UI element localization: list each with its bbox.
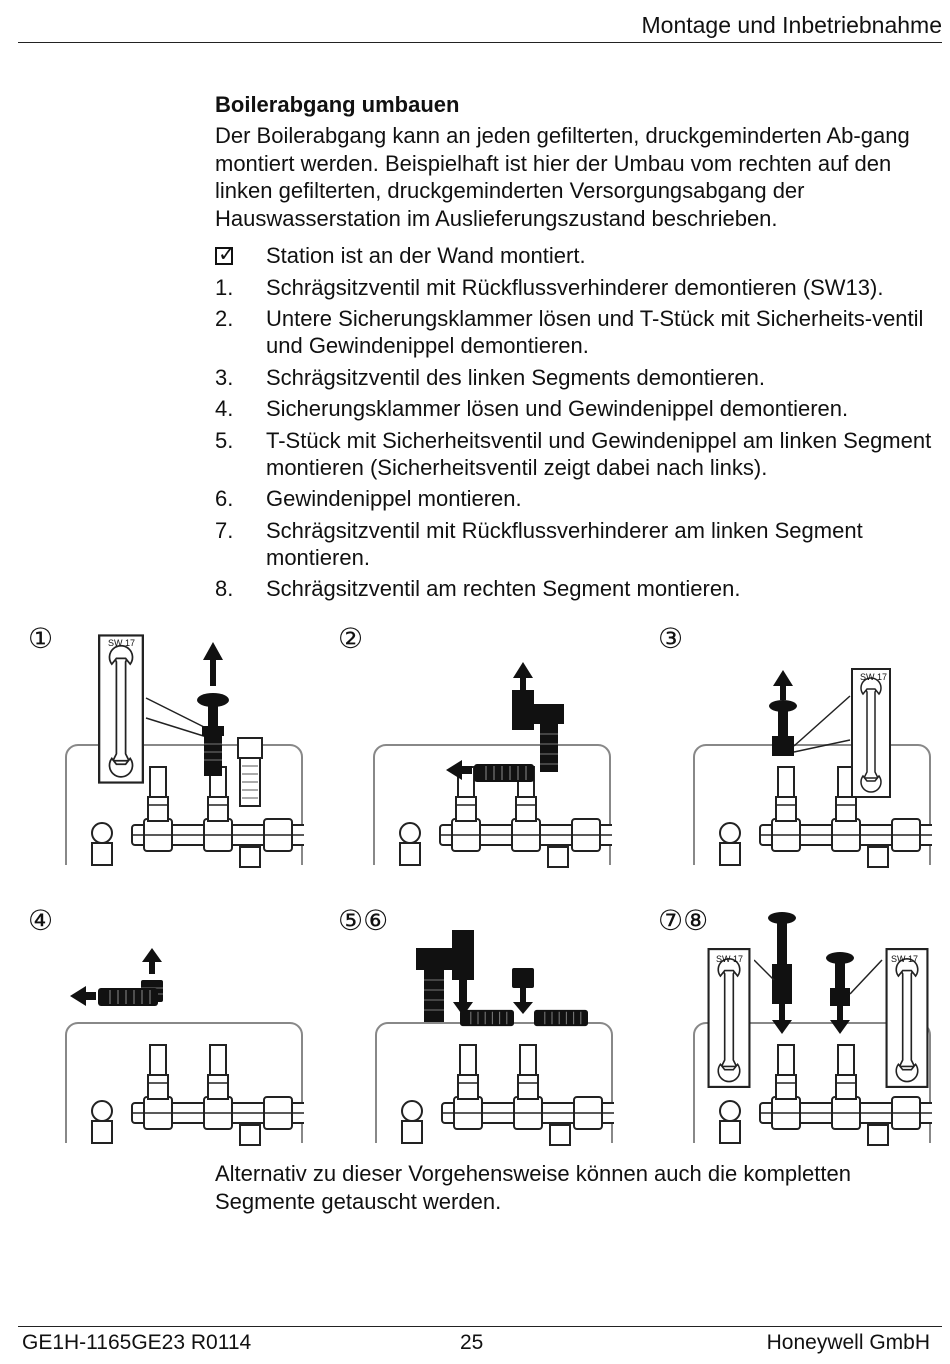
- wrench-size-label: SW 17: [891, 954, 919, 964]
- valve-removal-illustration: [769, 670, 851, 756]
- section-intro: Der Boilerabgang kann an jeden gefiltert…: [215, 123, 910, 231]
- figure-number: ①: [28, 622, 54, 655]
- step-text: Schrägsitzventil am rechten Segment mont…: [266, 576, 741, 601]
- footer-doc-id: GE1H-1165GE23 R0114: [22, 1331, 252, 1354]
- step-item: 5. T-Stück mit Sicherheitsventil und Gewi…: [215, 427, 940, 481]
- figure-step-7-8: ⑦⑧ SW 17 SW 17: [658, 904, 948, 1154]
- figure-number: ⑤⑥: [338, 904, 389, 937]
- nipple-icon: [98, 986, 158, 1008]
- footer-company: Honeywell GmbH: [766, 1331, 930, 1354]
- figure-step-2: ②: [338, 622, 628, 872]
- wrench-icon: [884, 948, 930, 1088]
- figure-step-3: ③ SW 17: [658, 622, 948, 872]
- step-text: Schrägsitzventil mit Rückflussverhindere…: [266, 517, 863, 570]
- precondition-text: Station ist an der Wand montiert.: [266, 243, 586, 268]
- step-number: 8.: [215, 576, 234, 601]
- step-item: 8. Schrägsitzventil am rechten Segment mo…: [215, 575, 940, 602]
- step-item: 2. Untere Sicherungsklammer lösen und T-S…: [215, 305, 940, 359]
- step-item: 1. Schrägsitzventil mit Rückflussverhinde…: [215, 274, 940, 301]
- step-text: T-Stück mit Sicherheitsventil und Gewind…: [266, 427, 932, 480]
- step-number: 6.: [215, 486, 234, 511]
- step-text: Untere Sicherungsklammer lösen und T-Stü…: [266, 306, 924, 358]
- valve-removal-illustration: [145, 642, 263, 807]
- step-text: Schrägsitzventil mit Rückflussverhindere…: [266, 274, 884, 300]
- nipple-icon: [460, 1008, 514, 1028]
- step-number: 3.: [215, 364, 234, 390]
- figure-number: ④: [28, 904, 54, 937]
- step-item: 4. Sicherungsklammer lösen und Gewindenip…: [215, 395, 940, 422]
- precondition-item: Station ist an der Wand montiert.: [215, 241, 940, 269]
- section-title: Boilerabgang umbauen: [215, 92, 460, 117]
- figure-number: ②: [338, 622, 364, 655]
- valve-mounting-illustration: [754, 912, 883, 1034]
- tee-mounting-illustration: [416, 930, 534, 1022]
- step-text: Sicherungsklammer lösen und Gewindenippe…: [266, 396, 849, 421]
- step-item: 6. Gewindenippel montieren.: [215, 485, 940, 512]
- nipple-icon: [534, 1008, 588, 1028]
- tee-removal-illustration: [446, 662, 564, 780]
- footer-page-number: 25: [460, 1331, 484, 1354]
- wrench-size-label: SW 17: [716, 954, 744, 964]
- step-item: 3. Schrägsitzventil des linken Segments d…: [215, 364, 940, 391]
- checkbox-icon: [215, 241, 236, 268]
- step-text: Gewindenippel montieren.: [266, 486, 522, 511]
- instruction-section: Boilerabgang umbauen Der Boilerabgang ka…: [215, 92, 940, 607]
- figure-number: ⑦⑧: [658, 904, 709, 937]
- step-number: 7.: [215, 517, 234, 543]
- wrench-size-label: SW 17: [860, 672, 888, 682]
- step-number: 4.: [215, 396, 234, 421]
- step-list: Station ist an der Wand montiert. 1. Schr…: [215, 241, 940, 602]
- figure-number: ③: [658, 622, 684, 655]
- closing-note: Alternativ zu dieser Vorgehensweise könn…: [215, 1161, 851, 1214]
- wrench-size-label: SW 17: [108, 638, 136, 648]
- step-text: Schrägsitzventil des linken Segments dem…: [266, 364, 765, 390]
- step-item: 7. Schrägsitzventil mit Rückflussverhinde…: [215, 517, 940, 571]
- nipple-icon: [474, 762, 534, 784]
- step-number: 5.: [215, 427, 234, 453]
- wrench-icon: [706, 948, 752, 1088]
- step-number: 1.: [215, 274, 234, 300]
- figure-step-4: ④: [28, 904, 318, 1154]
- footer-rule: [18, 1326, 942, 1327]
- step-number: 2.: [215, 306, 234, 331]
- figure-step-1: ① SW 17: [28, 622, 318, 872]
- header-rule: [18, 42, 942, 43]
- running-header: Montage und Inbetriebnahme: [641, 12, 943, 38]
- figure-step-5-6: ⑤⑥: [338, 904, 638, 1154]
